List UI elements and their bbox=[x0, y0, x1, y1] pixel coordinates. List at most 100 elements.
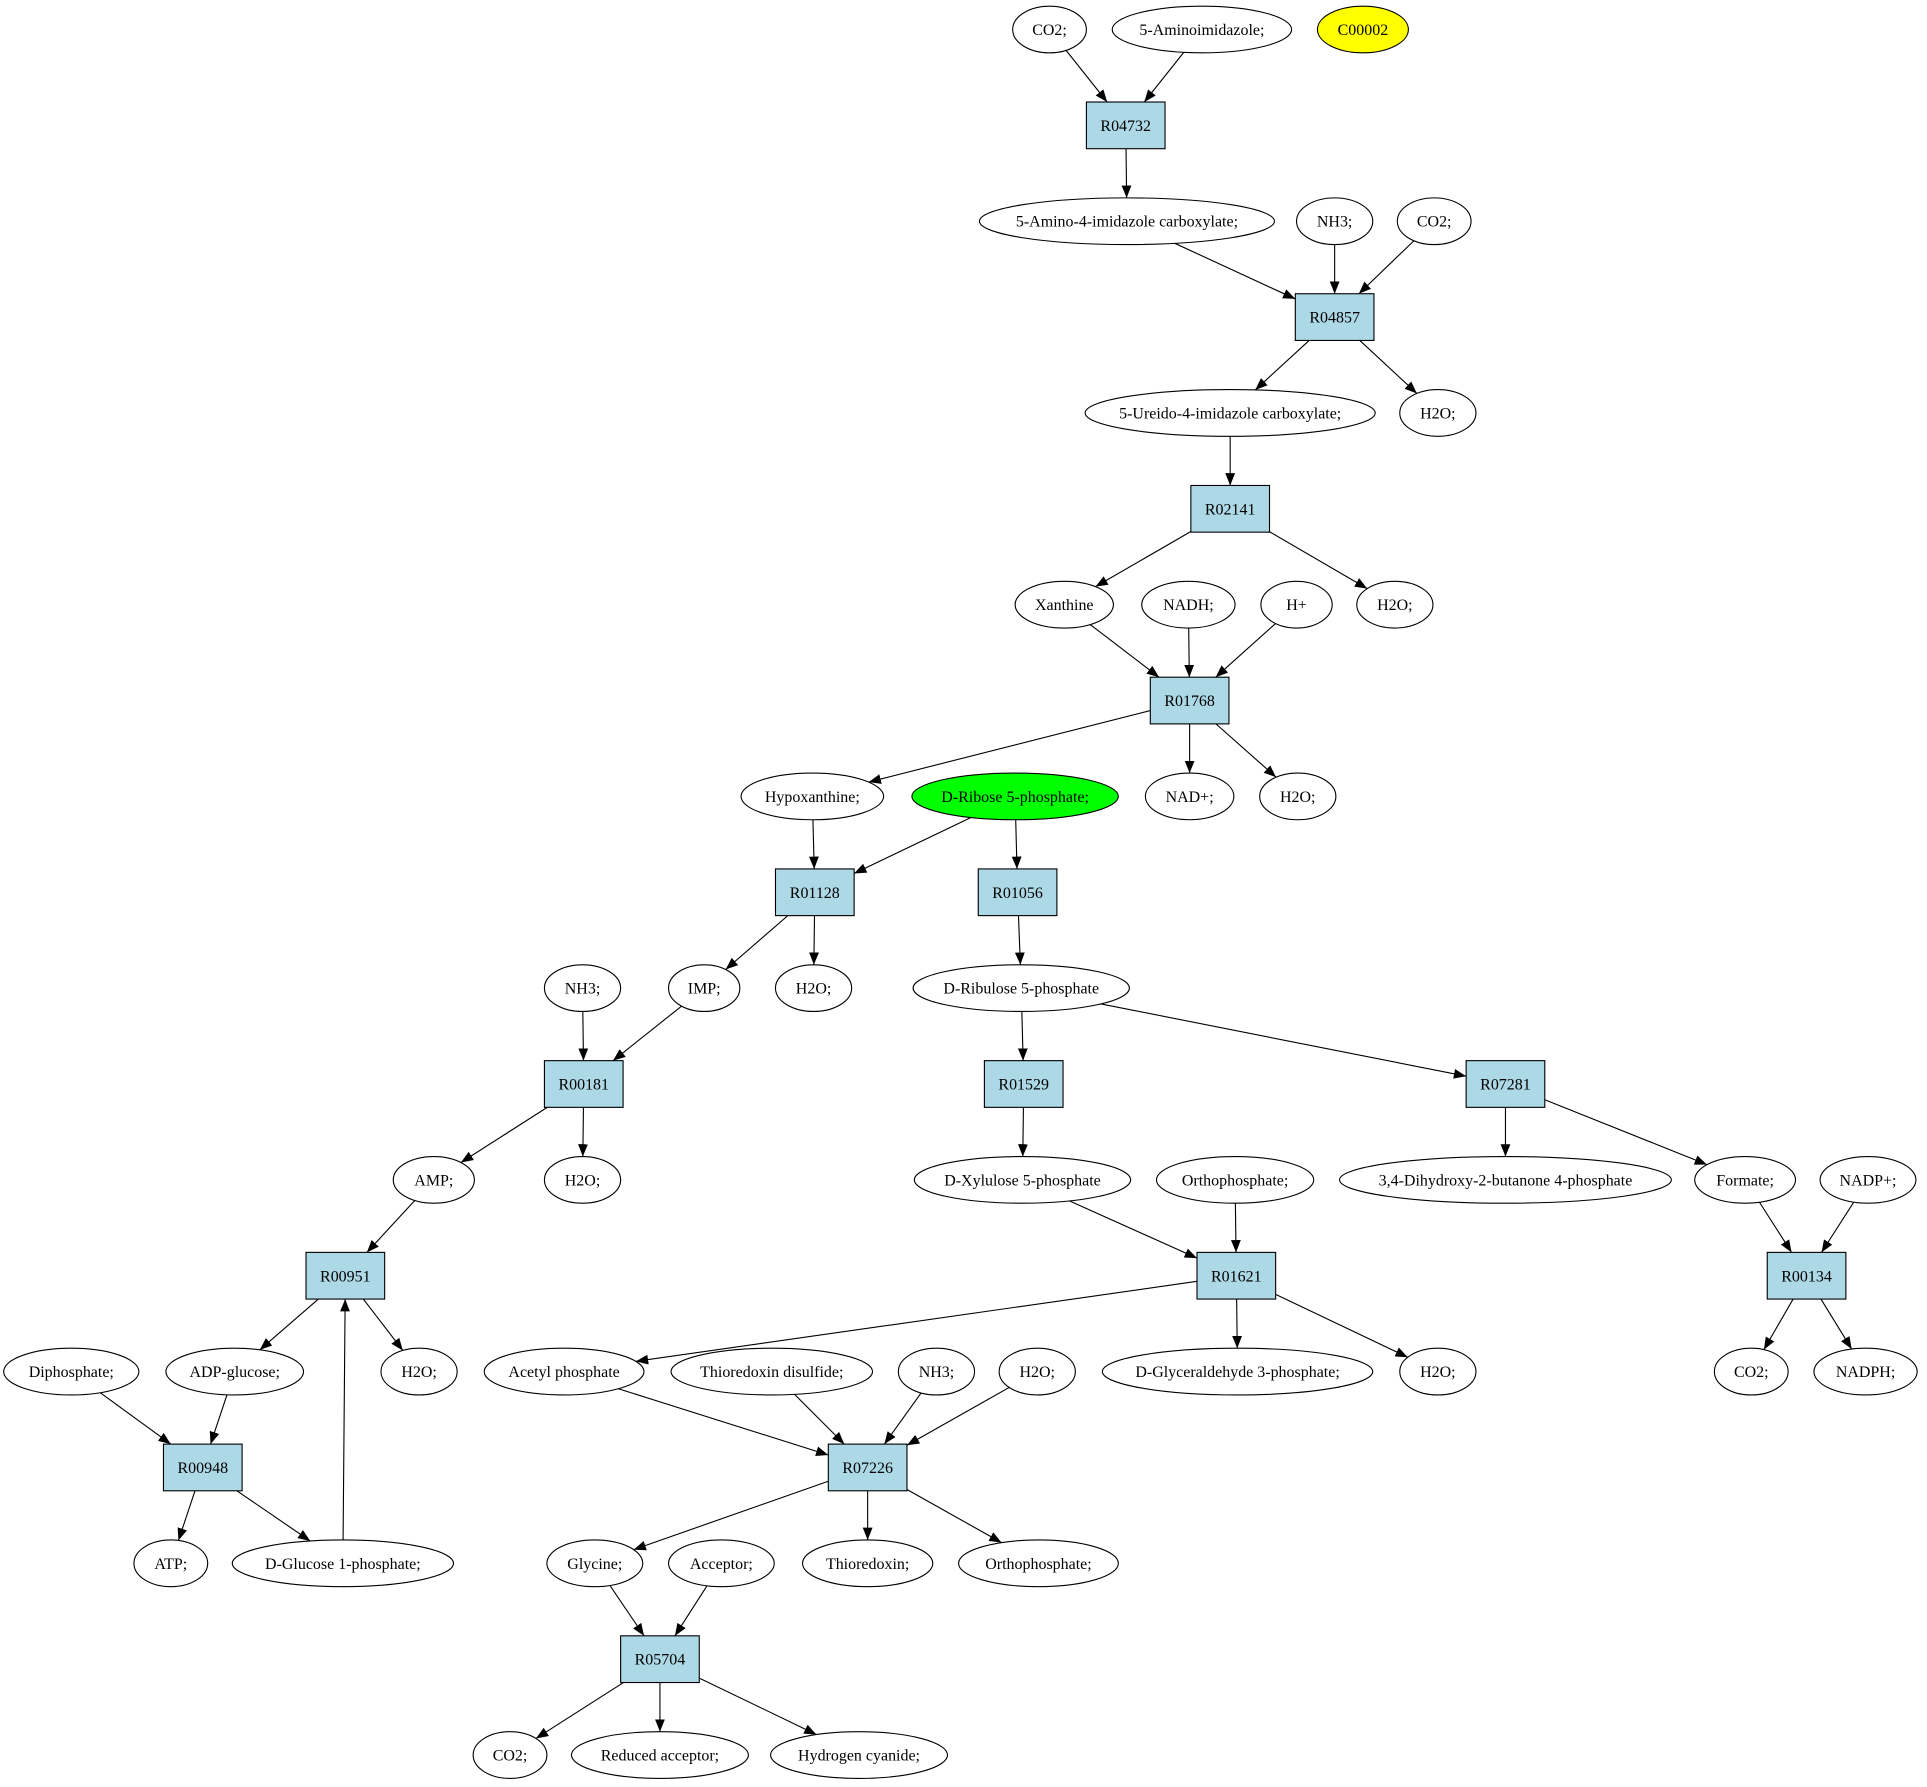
node-label: R01529 bbox=[998, 1077, 1049, 1094]
compound-node-dx5p[interactable]: D-Xylulose 5-phosphate bbox=[913, 1155, 1132, 1204]
compound-node-aic[interactable]: 5-Amino-4-imidazole carboxylate; bbox=[978, 197, 1275, 246]
compound-node-uic[interactable]: 5-Ureido-4-imidazole carboxylate; bbox=[1084, 389, 1376, 437]
compound-node-thioredoxin[interactable]: Thioredoxin; bbox=[801, 1539, 934, 1588]
reaction-box bbox=[983, 1060, 1064, 1108]
reaction-node-R01529[interactable]: R01529 bbox=[983, 1060, 1064, 1108]
compound-node-nh3_b[interactable]: NH3; bbox=[543, 964, 622, 1013]
compound-node-dhbp[interactable]: 3,4-Dihydroxy-2-butanone 4-phosphate bbox=[1339, 1155, 1672, 1204]
node-label: R00181 bbox=[558, 1077, 609, 1094]
reaction-node-R01128[interactable]: R01128 bbox=[774, 868, 855, 917]
compound-node-atp[interactable]: ATP; bbox=[133, 1539, 209, 1588]
compound-node-imp[interactable]: IMP; bbox=[667, 964, 741, 1013]
compound-node-h2o_c[interactable]: H2O; bbox=[1259, 772, 1337, 821]
compound-ellipse bbox=[483, 1347, 645, 1396]
reaction-node-R00951[interactable]: R00951 bbox=[305, 1251, 386, 1300]
compound-node-amp[interactable]: AMP; bbox=[392, 1155, 475, 1204]
compound-node-nh3_c[interactable]: NH3; bbox=[897, 1347, 976, 1396]
node-label: H2O; bbox=[1420, 405, 1455, 422]
compound-node-nadplus[interactable]: NAD+; bbox=[1144, 772, 1235, 821]
compound-node-h2o_b[interactable]: H2O; bbox=[1356, 580, 1434, 629]
node-label: CO2; bbox=[1417, 214, 1452, 231]
edge-R02141-to-h2o_b bbox=[1269, 531, 1368, 590]
compound-node-dg1p[interactable]: D-Glucose 1-phosphate; bbox=[231, 1539, 455, 1588]
node-label: Xanthine bbox=[1035, 597, 1094, 614]
compound-ellipse bbox=[998, 1347, 1076, 1396]
compound-node-dru5p[interactable]: D-Ribulose 5-phosphate bbox=[912, 964, 1130, 1013]
compound-node-aminoimid[interactable]: 5-Aminoimidazole; bbox=[1111, 5, 1293, 54]
compound-node-acceptor[interactable]: Acceptor; bbox=[667, 1539, 775, 1588]
node-label: NH3; bbox=[1317, 214, 1352, 231]
node-label: 5-Amino-4-imidazole carboxylate; bbox=[1016, 214, 1238, 231]
compound-node-xanthine[interactable]: Xanthine bbox=[1014, 580, 1114, 629]
node-label: ATP; bbox=[154, 1556, 187, 1573]
node-label: R01621 bbox=[1211, 1268, 1262, 1285]
compound-node-h2o_e[interactable]: H2O; bbox=[543, 1155, 622, 1204]
compound-node-co2_c[interactable]: CO2; bbox=[1713, 1347, 1789, 1396]
compound-node-adpglc[interactable]: ADP-glucose; bbox=[165, 1347, 305, 1396]
reaction-node-R05704[interactable]: R05704 bbox=[620, 1635, 700, 1684]
compound-node-h2o_a[interactable]: H2O; bbox=[1399, 389, 1477, 437]
compound-node-nadpplus[interactable]: NADP+; bbox=[1819, 1155, 1917, 1204]
node-label: Orthophosphate; bbox=[1182, 1172, 1288, 1189]
reaction-box bbox=[774, 868, 855, 917]
reaction-node-R01768[interactable]: R01768 bbox=[1149, 676, 1230, 725]
edge-R00951-to-adpglc bbox=[259, 1298, 319, 1351]
compound-ellipse bbox=[1316, 5, 1409, 54]
reaction-node-R01621[interactable]: R01621 bbox=[1196, 1251, 1277, 1300]
compound-node-co2_d[interactable]: CO2; bbox=[472, 1731, 548, 1779]
compound-node-dr5p[interactable]: D-Ribose 5-phosphate; bbox=[911, 772, 1119, 821]
reaction-node-R00134[interactable]: R00134 bbox=[1766, 1251, 1847, 1300]
compound-node-h2o_g[interactable]: H2O; bbox=[998, 1347, 1076, 1396]
node-label: D-Xylulose 5-phosphate bbox=[944, 1172, 1101, 1189]
compound-node-thiodis[interactable]: Thioredoxin disulfide; bbox=[670, 1347, 874, 1396]
node-label: NH3; bbox=[919, 1364, 954, 1381]
compound-node-nadh[interactable]: NADH; bbox=[1141, 580, 1236, 629]
compound-ellipse bbox=[1713, 1347, 1789, 1396]
node-label: Thioredoxin; bbox=[826, 1556, 909, 1573]
edge-amp-to-R00951 bbox=[366, 1200, 416, 1253]
compound-node-nadph[interactable]: NADPH; bbox=[1813, 1347, 1918, 1396]
compound-node-h2o_f[interactable]: H2O; bbox=[380, 1347, 458, 1396]
edge-R01621-to-acetylp bbox=[635, 1280, 1198, 1365]
compound-ellipse bbox=[392, 1155, 475, 1204]
reaction-node-R07226[interactable]: R07226 bbox=[827, 1443, 908, 1492]
compound-node-co2_b[interactable]: CO2; bbox=[1396, 197, 1472, 246]
compound-node-h2o_h[interactable]: H2O; bbox=[1399, 1347, 1477, 1396]
compound-node-dg3p[interactable]: D-Glyceraldehyde 3-phosphate; bbox=[1101, 1347, 1374, 1396]
compound-ellipse bbox=[958, 1539, 1119, 1588]
edge-R01056-to-dru5p bbox=[1014, 915, 1025, 965]
node-label: NADPH; bbox=[1836, 1364, 1895, 1381]
compound-node-diphos[interactable]: Diphosphate; bbox=[3, 1347, 140, 1396]
reaction-node-R04857[interactable]: R04857 bbox=[1294, 293, 1375, 341]
compound-ellipse bbox=[897, 1347, 976, 1396]
node-label: R04732 bbox=[1100, 118, 1151, 135]
compound-node-glycine[interactable]: Glycine; bbox=[546, 1539, 644, 1588]
compound-node-hypox[interactable]: Hypoxanthine; bbox=[740, 772, 885, 821]
compound-ellipse bbox=[1813, 1347, 1918, 1396]
reaction-node-R01056[interactable]: R01056 bbox=[977, 868, 1058, 917]
compound-node-redacc[interactable]: Reduced acceptor; bbox=[570, 1731, 749, 1779]
node-label: IMP; bbox=[688, 981, 721, 998]
edge-R07226-to-glycine bbox=[633, 1480, 829, 1551]
node-label: Hypoxanthine; bbox=[765, 789, 860, 806]
reaction-node-R07281[interactable]: R07281 bbox=[1465, 1060, 1546, 1108]
reaction-node-R00948[interactable]: R00948 bbox=[162, 1443, 243, 1492]
compound-node-hcn[interactable]: Hydrogen cyanide; bbox=[770, 1731, 949, 1779]
compound-node-hplus[interactable]: H+ bbox=[1260, 580, 1333, 629]
compound-node-nh3_a[interactable]: NH3; bbox=[1295, 197, 1374, 246]
compound-node-c00002[interactable]: C00002 bbox=[1316, 5, 1409, 54]
edge-hypox-to-R01128 bbox=[808, 819, 819, 869]
compound-node-h2o_d[interactable]: H2O; bbox=[774, 964, 853, 1013]
reaction-node-R04732[interactable]: R04732 bbox=[1085, 101, 1166, 150]
reaction-node-R00181[interactable]: R00181 bbox=[543, 1060, 624, 1108]
compound-ellipse bbox=[667, 964, 741, 1013]
edge-R01128-to-h2o_d bbox=[809, 915, 819, 965]
reaction-node-R02141[interactable]: R02141 bbox=[1190, 484, 1271, 533]
node-label: C00002 bbox=[1338, 22, 1389, 39]
compound-node-ortho_b[interactable]: Orthophosphate; bbox=[958, 1539, 1119, 1588]
compound-node-co2_a[interactable]: CO2; bbox=[1012, 5, 1087, 54]
compound-node-acetylp[interactable]: Acetyl phosphate bbox=[483, 1347, 645, 1396]
compound-node-formate[interactable]: Formate; bbox=[1694, 1155, 1797, 1204]
compound-node-ortho_a[interactable]: Orthophosphate; bbox=[1155, 1155, 1315, 1204]
edge-dr5p-to-R01056 bbox=[1011, 819, 1022, 869]
